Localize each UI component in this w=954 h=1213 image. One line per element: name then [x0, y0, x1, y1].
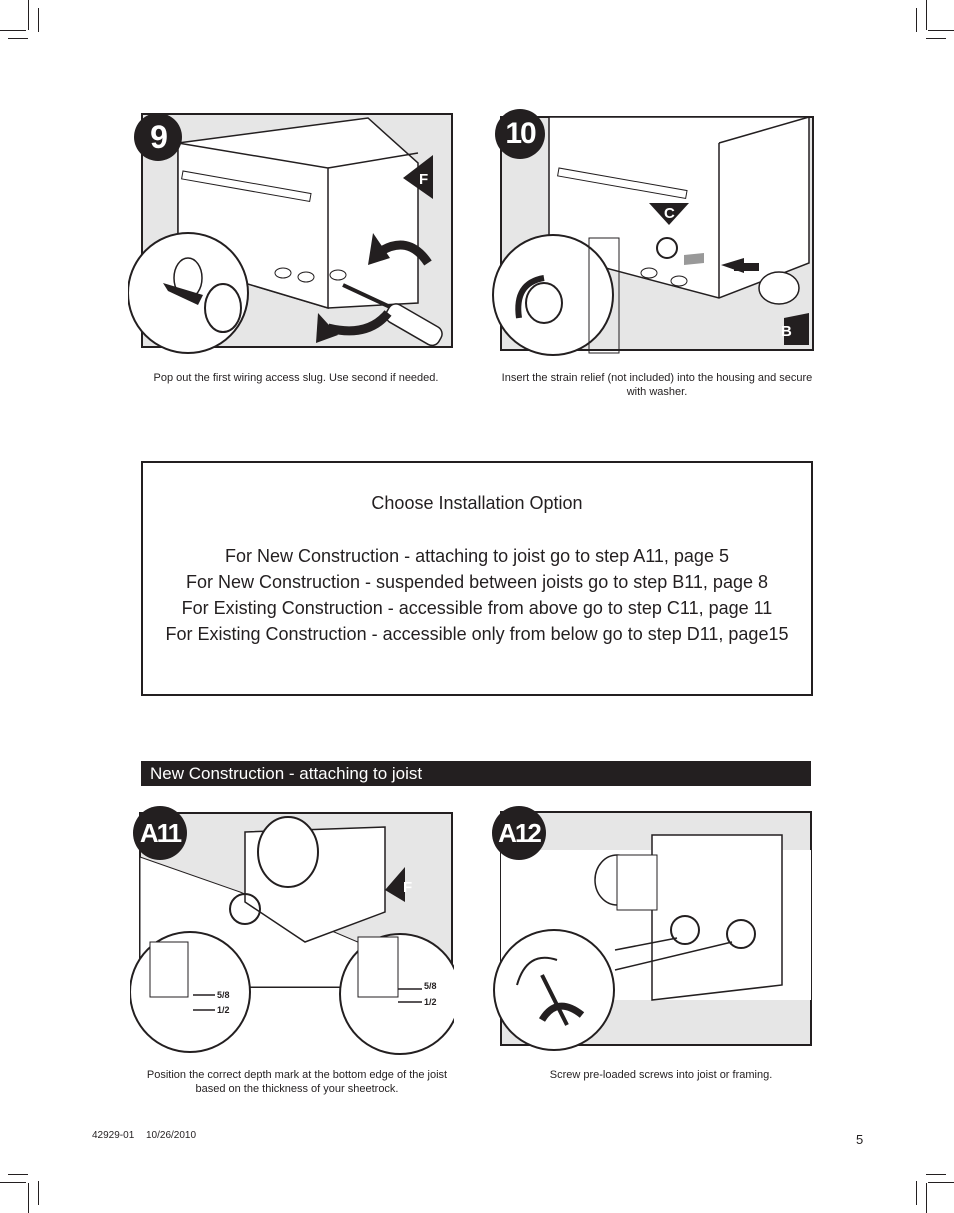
crop-mark — [38, 8, 39, 32]
crop-mark — [916, 8, 917, 32]
depth-mark-label: 5/8 — [217, 990, 230, 1000]
crop-mark — [916, 1181, 917, 1205]
installation-options-box: Choose Installation Option For New Const… — [141, 461, 813, 696]
step-a12-badge: A12 — [492, 806, 546, 860]
options-list: For New Construction - attaching to jois… — [143, 543, 811, 647]
step-9-badge: 9 — [134, 113, 182, 161]
figure-step-a11: A11 F 5/8 1/2 5/8 1/2 — [130, 806, 454, 1058]
crop-mark — [38, 1181, 39, 1205]
callout-f-label: F — [403, 879, 413, 896]
step-a12-illustration — [493, 811, 812, 1051]
step-9-caption: Pop out the first wiring access slug. Us… — [153, 372, 439, 384]
step-a12-caption: Screw pre-loaded screws into joist or fr… — [549, 1069, 773, 1081]
crop-mark — [28, 1183, 29, 1213]
figure-step-a12: A12 — [487, 806, 813, 1058]
step-10-badge: 10 — [495, 109, 545, 159]
crop-mark — [928, 30, 954, 31]
option-item: For Existing Construction - accessible f… — [181, 598, 773, 618]
depth-mark-label: 1/2 — [424, 997, 437, 1007]
step-a11-badge: A11 — [133, 806, 187, 860]
callout-f-label: F — [419, 171, 429, 188]
crop-mark — [0, 30, 26, 31]
option-item: For New Construction - attaching to jois… — [225, 546, 729, 566]
crop-mark — [0, 1182, 26, 1183]
step-a11-illustration — [130, 812, 454, 1055]
crop-mark — [926, 1183, 927, 1213]
options-title: Choose Installation Option — [371, 493, 583, 513]
callout-b-label: B — [781, 323, 792, 340]
figure-step-10: 10 C B — [489, 109, 815, 357]
crop-mark — [926, 1174, 946, 1175]
crop-mark — [926, 38, 946, 39]
document-code: 42929-01 — [92, 1130, 135, 1141]
step-9-illustration — [128, 113, 453, 354]
option-item: For Existing Construction - accessible o… — [165, 624, 789, 644]
figure-step-9: 9 F — [128, 113, 454, 357]
crop-mark — [28, 0, 29, 30]
section-heading: New Construction - attaching to joist — [141, 761, 811, 786]
document-date: 10/26/2010 — [146, 1130, 197, 1141]
step-10-caption: Insert the strain relief (not included) … — [501, 372, 813, 398]
step-a11-caption: Position the correct depth mark at the b… — [146, 1069, 448, 1095]
step-10-illustration — [492, 116, 814, 356]
page-number: 5 — [856, 1132, 864, 1147]
callout-c-label: C — [664, 205, 675, 222]
depth-mark-label: 5/8 — [424, 981, 437, 991]
crop-mark — [8, 38, 28, 39]
crop-mark — [928, 1182, 954, 1183]
crop-mark — [8, 1174, 28, 1175]
depth-mark-label: 1/2 — [217, 1005, 230, 1015]
option-item: For New Construction - suspended between… — [185, 572, 768, 592]
crop-mark — [926, 0, 927, 30]
